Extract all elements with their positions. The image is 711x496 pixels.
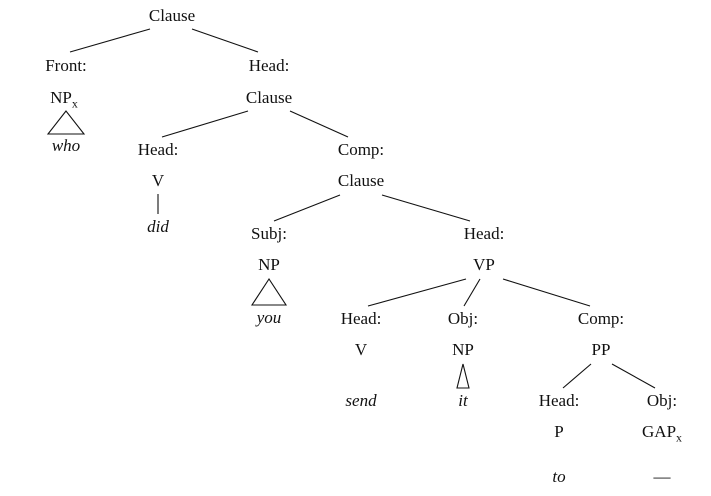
node-front-cat: NPx [50, 88, 78, 111]
node-objgap-func: Obj: [646, 391, 678, 410]
node-headvp-cat: VP [473, 255, 495, 274]
edge-vp-obj [463, 278, 481, 307]
node-root-label: Clause [148, 6, 196, 25]
node-comppp-func: Comp: [577, 309, 625, 328]
node-headsend-cat: V [354, 340, 368, 359]
node-headdid-func: Head: [137, 140, 179, 159]
edge-pp-obj [611, 363, 656, 389]
gap-cat-index: x [676, 430, 682, 445]
node-headsend-func: Head: [340, 309, 382, 328]
node-headclause-cat: Clause [245, 88, 293, 107]
node-headto-word: to [552, 467, 566, 486]
edge-clause2-head [161, 110, 249, 138]
node-objit-cat: NP [452, 340, 474, 359]
triangle-you [250, 277, 288, 306]
node-subj-word: you [256, 308, 282, 327]
node-objgap-word: — [653, 467, 671, 486]
node-compclause-func: Comp: [337, 140, 385, 159]
node-headto-cat: P [554, 422, 564, 441]
gap-cat-text: GAP [642, 422, 677, 441]
front-cat-text: NP [50, 88, 72, 107]
triangle-it [456, 363, 470, 389]
node-subj-func: Subj: [251, 224, 287, 243]
node-comppp-cat: PP [591, 340, 611, 359]
node-objgap-cat: GAPx [642, 422, 682, 445]
node-compclause-cat: Clause [337, 171, 385, 190]
node-headclause-func: Head: [248, 56, 290, 75]
node-headvp-func: Head: [463, 224, 505, 243]
node-headto-func: Head: [538, 391, 580, 410]
node-headdid-cat: V [151, 171, 165, 190]
edge-clause3-head [381, 194, 471, 222]
triangle-who [46, 110, 86, 135]
node-objit-word: it [458, 391, 468, 410]
node-headsend-word: send [345, 391, 377, 410]
node-objit-func: Obj: [447, 309, 479, 328]
node-front-word: who [51, 136, 81, 155]
edge-root-front [69, 28, 151, 53]
node-front-func: Front: [45, 56, 87, 75]
node-headdid-word: did [147, 217, 169, 236]
edge-clause2-comp [289, 110, 349, 138]
node-subj-cat: NP [258, 255, 280, 274]
edge-root-head [191, 28, 259, 53]
edge-clause3-subj [273, 194, 341, 222]
edge-vp-head [367, 278, 467, 307]
edge-pp-head [562, 363, 592, 389]
front-cat-index: x [71, 96, 78, 111]
edge-vp-comp [502, 278, 591, 307]
